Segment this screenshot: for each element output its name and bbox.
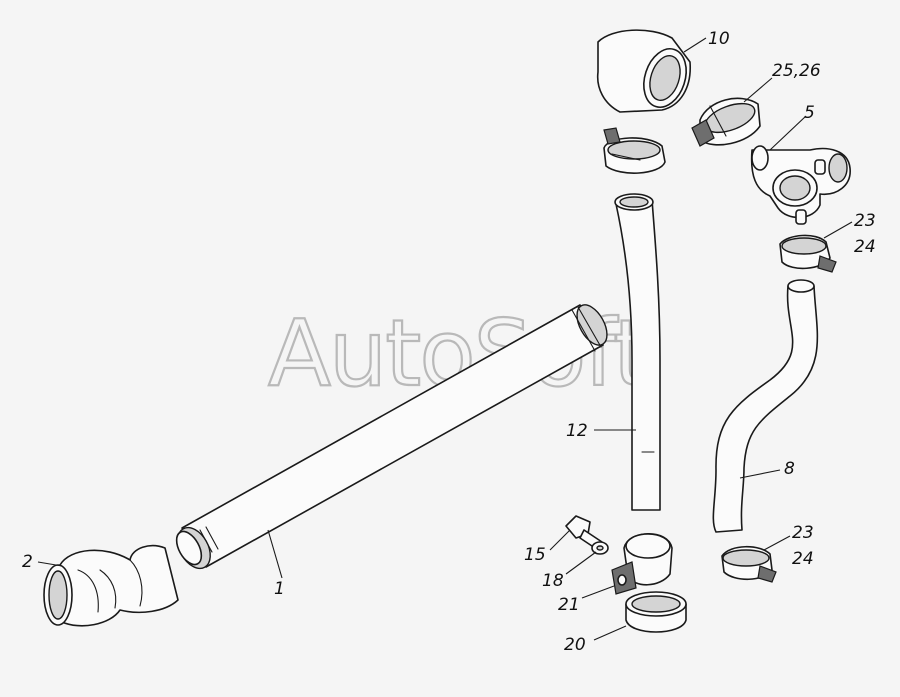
callout-15: 15 bbox=[524, 545, 546, 565]
callout-21: 21 bbox=[558, 595, 580, 615]
callout-24-upper: 24 bbox=[854, 237, 876, 257]
callout-25-26: 25,26 bbox=[772, 61, 821, 81]
callout-23-lower: 23 bbox=[792, 523, 814, 543]
clamp-upper bbox=[603, 127, 666, 174]
part-21-bracket bbox=[611, 533, 673, 595]
part-1-pipe bbox=[175, 304, 608, 570]
part-8-hose bbox=[712, 279, 819, 533]
part-5-fitting bbox=[750, 145, 851, 225]
clamp-23-24-upper bbox=[779, 234, 837, 273]
callout-1: 1 bbox=[274, 579, 285, 599]
callout-23-upper: 23 bbox=[854, 211, 876, 231]
part-10-boot bbox=[596, 29, 691, 113]
callout-2: 2 bbox=[22, 552, 33, 572]
callout-5: 5 bbox=[804, 103, 815, 123]
callout-10: 10 bbox=[708, 29, 730, 49]
part-12-pipe bbox=[614, 193, 661, 511]
callout-labels: 2 1 10 25,26 5 23 24 12 8 15 18 21 20 23… bbox=[22, 29, 876, 655]
callout-8: 8 bbox=[784, 459, 795, 479]
callout-20: 20 bbox=[564, 635, 586, 655]
part-18-washer bbox=[591, 541, 609, 555]
part-20-ring bbox=[625, 591, 687, 633]
clamp-23-24-lower bbox=[721, 545, 777, 583]
leader-lines bbox=[37, 37, 853, 641]
callout-12: 12 bbox=[566, 421, 588, 441]
callout-18: 18 bbox=[542, 571, 564, 591]
part-2-elbow bbox=[43, 544, 179, 627]
part-25-26-clamp bbox=[691, 97, 761, 147]
callout-24-lower: 24 bbox=[792, 549, 814, 569]
